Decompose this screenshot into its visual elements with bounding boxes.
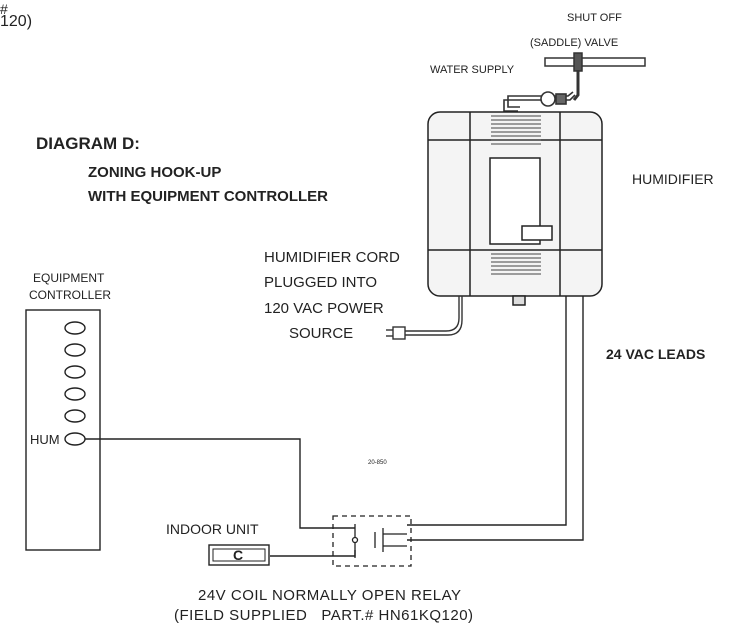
humidifier-terminal-block [512,295,526,306]
hum-terminal-label: HUM [30,432,60,447]
power-cord [386,296,463,340]
cord-label-line4: SOURCE [289,325,354,342]
water-supply-label: WATER SUPPLY [430,64,515,76]
relay-caption-line2: (FIELD SUPPLIED PART.# HN61KQ120) [174,607,474,624]
terminal-2 [64,343,86,357]
inlet-valve [555,93,567,105]
diagram-title: DIAGRAM D: [36,134,140,153]
diagram-subtitle-2: WITH EQUIPMENT CONTROLLER [88,188,328,205]
valve-label-line1: SHUT OFF [567,12,622,24]
terminal-3 [64,365,86,379]
valve-handle [573,52,583,72]
diagram-subtitle-1: ZONING HOOK-UP [88,164,222,181]
relay-coil [351,536,359,544]
controller-box [25,309,101,551]
relay-caption-line1: 24V COIL NORMALLY OPEN RELAY [198,587,462,604]
humidifier-label: HUMIDIFIER [632,171,714,187]
humidifier-unit [427,111,603,306]
vac-leads-label: 24 VAC LEADS [606,346,706,362]
humidifier-window [521,225,553,241]
common-wire [270,550,356,557]
controller-label-line2: CONTROLLER [29,288,112,302]
bottom-vent-grille [491,253,541,275]
indoor-unit-terminal-c: C [233,547,244,563]
inlet-fitting [540,91,556,107]
hum-wire [85,438,355,529]
corner-text-line1: # [0,1,8,17]
vac-lead-2 [407,296,584,541]
saddle-valve [544,52,646,101]
plug-icon [392,326,406,340]
indoor-unit-terminal [208,544,270,566]
valve-label-line2: (SADDLE) VALVE [530,37,619,49]
relay [332,515,412,567]
valve-pipe [544,57,646,67]
terminal-hum [64,432,86,446]
controller-label-line1: EQUIPMENT [33,271,105,285]
valve-stem [572,70,580,101]
equipment-controller [25,309,101,551]
indoor-unit-label: INDOOR UNIT [166,521,259,537]
corner-text-line2: 120) [0,13,33,30]
indoor-unit-box [208,544,270,566]
cord-label-line3: 120 VAC POWER [264,300,384,317]
top-vent-grille [491,115,541,145]
terminal-5 [64,409,86,423]
terminal-4 [64,387,86,401]
water-supply-tube [503,91,576,112]
terminal-1 [64,321,86,335]
cord-label-line1: HUMIDIFIER CORD [264,249,400,266]
vac-lead-1 [407,296,567,526]
cord-label-line2: PLUGGED INTO [264,274,378,291]
drawing-number: 20-850 [368,460,387,466]
relay-outline [332,515,412,567]
